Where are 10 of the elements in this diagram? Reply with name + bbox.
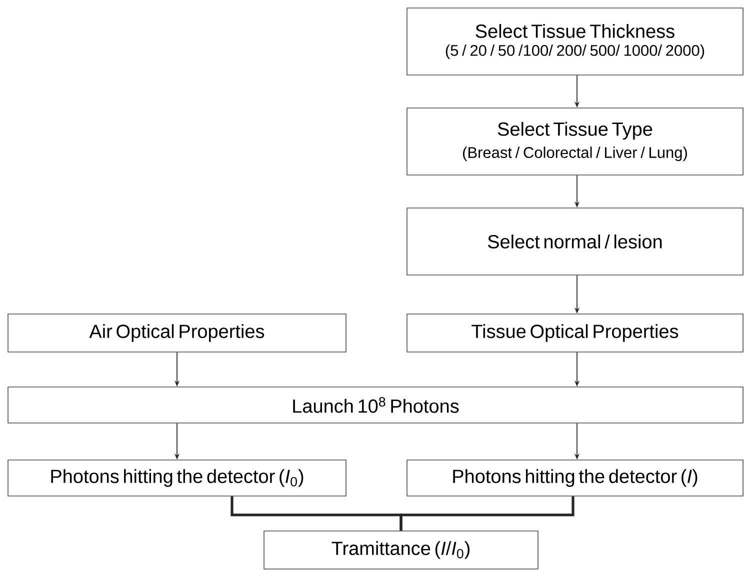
process-box: Select Tissue Type (Breast / Colorectal / Liver / Lung) — [406, 108, 744, 176]
process-box: Photons hitting the detector (I) — [406, 460, 744, 496]
process-box: Select Tissue Thickness (5 / 20 / 50 /100/ 200/ 500/ 1000/ 2000) — [406, 8, 744, 76]
process-box: Tissue Optical Properties — [406, 314, 744, 352]
process-box: Photons hitting the detector (I$_{0}$) — [8, 460, 346, 496]
process-box: Air Optical Properties — [8, 314, 346, 352]
process-box: Tramittance (I/I$_{0}$) — [264, 530, 538, 570]
process-box: Select normal / lesion — [406, 208, 744, 276]
process-box: Launch 10$^{8}$ Photons — [8, 386, 744, 424]
connector — [400, 496, 574, 531]
